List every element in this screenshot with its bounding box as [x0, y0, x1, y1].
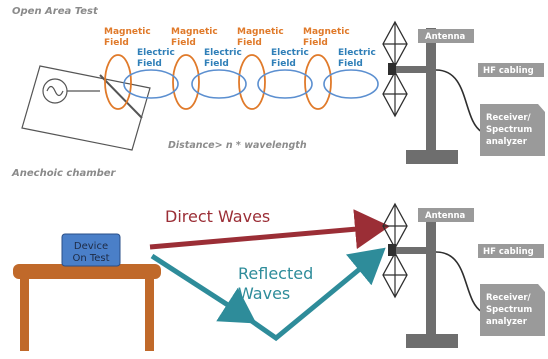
antenna-stand: Antenna HF cabling Receiver/ Spectrum an…	[382, 202, 545, 348]
antenna-stand: Antenna HF cabling Receiver/ Spectrum an…	[382, 20, 545, 164]
magnetic-field-label: Field	[237, 38, 262, 48]
antenna-mast	[426, 28, 436, 152]
direct-wave-arrow	[149, 209, 390, 250]
hf-cabling-label-box	[478, 63, 544, 77]
section-title-open-area: Open Area Test	[12, 6, 99, 17]
magnetic-field-loop	[104, 54, 132, 110]
magnetic-field-loop	[304, 54, 332, 110]
hf-cabling-label: HF cabling	[483, 66, 534, 76]
electric-field-label: Electric	[137, 48, 175, 58]
magnetic-field-label: Field	[303, 38, 328, 48]
table-top	[13, 264, 161, 279]
electric-field-label: Electric	[204, 48, 242, 58]
antenna-label-box	[418, 208, 474, 222]
magnetic-field-label: Field	[104, 38, 129, 48]
receiver-box	[480, 284, 545, 336]
section-title-anechoic: Anechoic chamber	[11, 168, 117, 179]
electric-field-label: Electric	[338, 48, 376, 58]
radiator-element	[99, 74, 143, 119]
antenna-arm	[392, 247, 426, 254]
magnetic-field-label: Magnetic	[237, 27, 284, 37]
receiver-label: analyzer	[486, 317, 528, 327]
electric-field-label: Field	[204, 59, 229, 69]
electric-field-loop	[123, 69, 179, 99]
device-label: On Test	[72, 253, 109, 264]
antenna-label: Antenna	[425, 32, 466, 42]
reflected-waves-label: Reflected	[238, 264, 313, 283]
antenna-mast	[426, 216, 436, 336]
reflected-wave-arrow	[228, 247, 386, 342]
device-on-test	[61, 233, 121, 267]
magnetic-field-loop	[238, 54, 266, 110]
antenna-arm	[392, 66, 426, 73]
antenna-label: Antenna	[425, 211, 466, 221]
magnetic-field-loop	[172, 54, 200, 110]
sine-wave-icon	[46, 85, 64, 97]
direct-waves-label: Direct Waves	[165, 207, 270, 226]
magnetic-field-label: Magnetic	[171, 27, 218, 37]
antenna-mount	[388, 63, 396, 75]
antenna-mount	[388, 244, 396, 256]
receiver-label: Receiver/	[486, 293, 532, 303]
hf-cabling-label: HF cabling	[483, 247, 534, 257]
ground-plate	[21, 65, 151, 151]
magnetic-field-label: Magnetic	[104, 27, 151, 37]
antenna-label-box	[418, 29, 474, 43]
table-leg	[145, 279, 154, 351]
electric-field-loop	[257, 69, 313, 99]
electric-field-label: Field	[137, 59, 162, 69]
electric-field-label: Field	[271, 59, 296, 69]
sine-generator	[21, 65, 151, 151]
receiver-label: Spectrum	[486, 305, 532, 315]
receiver-label: Spectrum	[486, 125, 532, 135]
field-loops	[104, 54, 379, 110]
test-table	[13, 264, 161, 351]
electric-field-label: Electric	[271, 48, 309, 58]
magnetic-field-label: Field	[171, 38, 196, 48]
magnetic-field-label: Magnetic	[303, 27, 350, 37]
hf-cable	[435, 69, 483, 133]
electric-field-loop	[323, 69, 379, 99]
hf-cabling-label-box	[478, 244, 544, 258]
antenna-base	[406, 150, 458, 164]
electric-field-loop	[191, 69, 247, 99]
receiver-box	[480, 104, 545, 156]
distance-label: Distance> n * wavelength	[168, 140, 307, 151]
receiver-label: analyzer	[486, 137, 528, 147]
hf-cable	[435, 251, 483, 313]
receiver-label: Receiver/	[486, 113, 532, 123]
reflected-waves-label: Waves	[238, 284, 290, 303]
table-leg	[20, 279, 29, 351]
device-label: Device	[74, 241, 108, 252]
antenna-base	[406, 334, 458, 348]
electric-field-label: Field	[338, 59, 363, 69]
